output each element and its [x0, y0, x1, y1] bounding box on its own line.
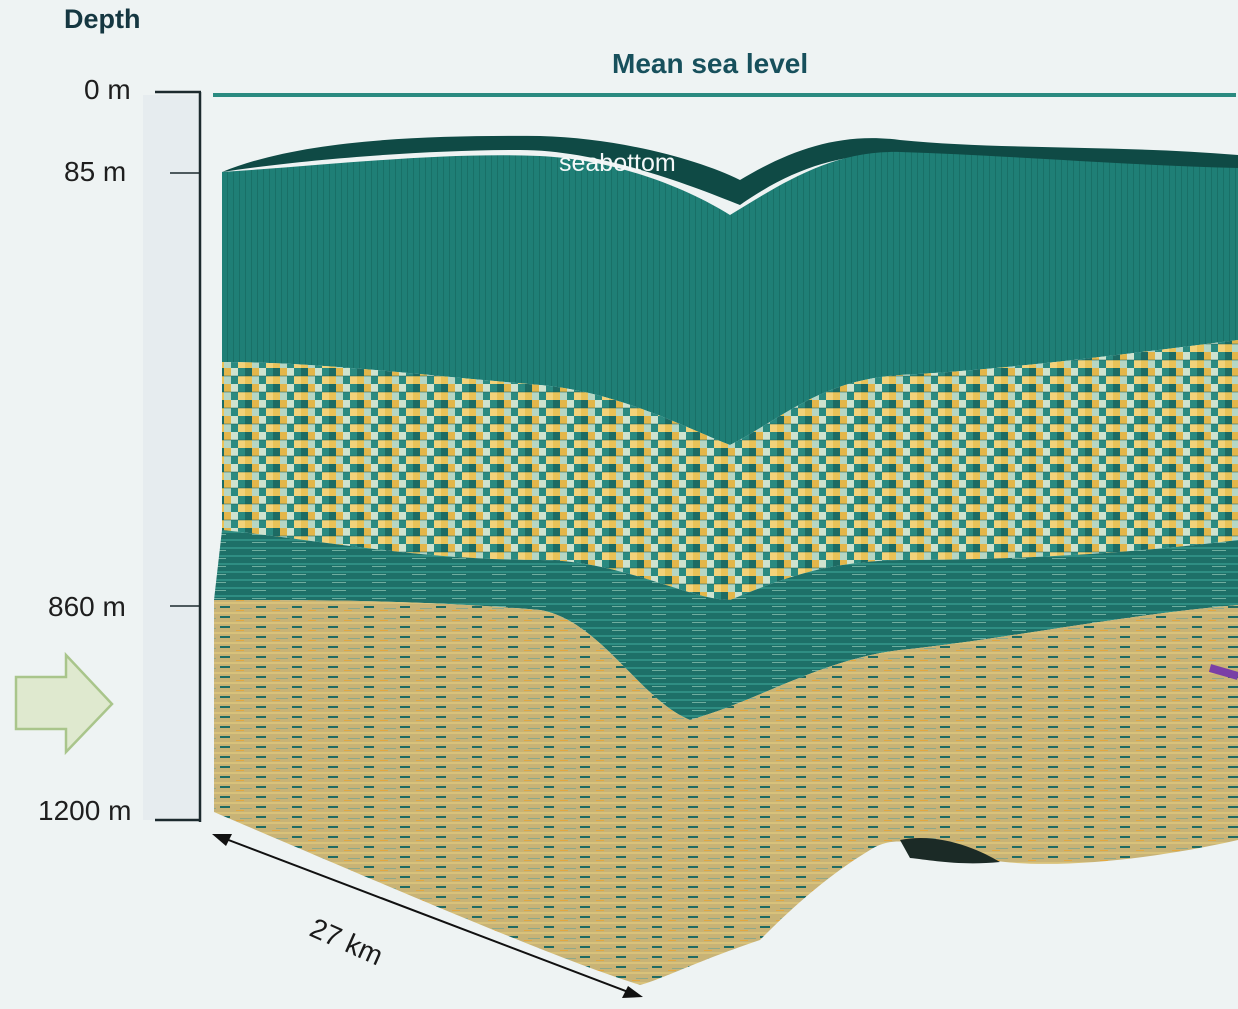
- water-column: [222, 151, 1238, 445]
- depth-title: Depth: [64, 4, 141, 34]
- reservoir-layer: [222, 340, 1238, 600]
- depth-axis: [155, 90, 202, 822]
- seabottom-surface: [222, 135, 1238, 205]
- mean-sea-level-label: Mean sea level: [612, 48, 809, 79]
- depth-tick-0: 0 m: [84, 74, 131, 105]
- depth-tick-85: 85 m: [64, 156, 127, 187]
- width-dimension-arrow: [212, 834, 643, 998]
- shale-layer: [214, 530, 1238, 720]
- depth-tick-860: 860 m: [48, 591, 126, 622]
- depth-tick-1200: 1200 m: [38, 795, 132, 826]
- right-arrow-icon: [14, 651, 114, 756]
- well-marker: [1208, 664, 1238, 680]
- seabottom-label: seabottom: [559, 149, 676, 177]
- depth-axis-shade: [143, 95, 201, 820]
- sediment-layer: [214, 600, 1238, 985]
- block-underside: [900, 838, 1000, 864]
